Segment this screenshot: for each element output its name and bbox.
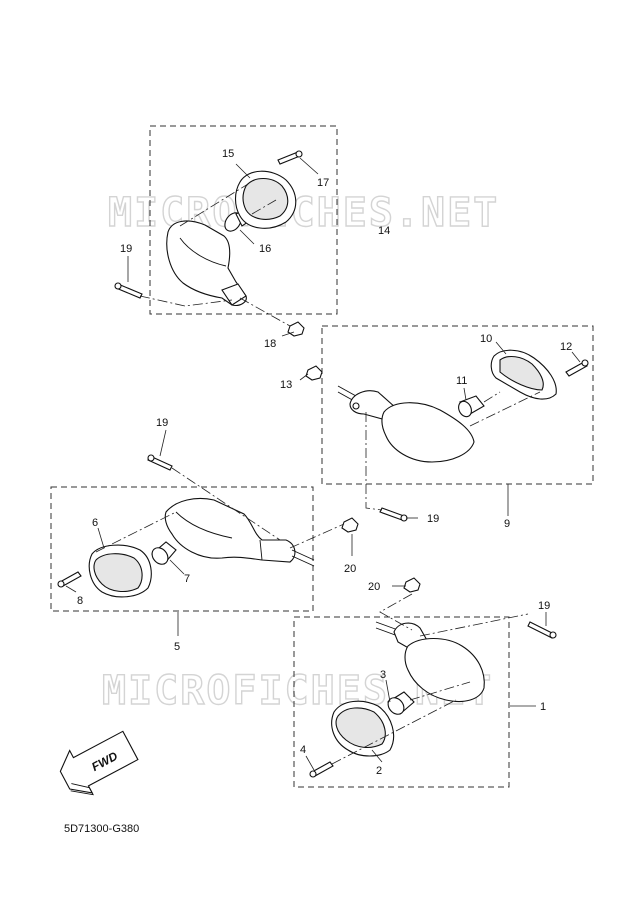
group-box-9 [321, 325, 594, 485]
diagram-code: 5D71300-G380 [64, 823, 139, 835]
assembly-line [409, 681, 471, 701]
callout-20-bottom: 20 [368, 581, 380, 593]
assembly-line [379, 593, 413, 631]
turn-signal-assembly-5 [57, 454, 359, 598]
screw-19-right [379, 507, 405, 521]
callout-6: 6 [92, 517, 98, 529]
callout-16: 16 [259, 243, 271, 255]
group-box-5 [50, 486, 314, 612]
callout-17: 17 [317, 177, 329, 189]
callout-5: 5 [174, 641, 180, 653]
callout-7: 7 [184, 573, 190, 585]
group-box-14 [149, 125, 338, 315]
leader-lines [65, 157, 581, 771]
bulb-7 [151, 541, 177, 565]
callout-15: 15 [222, 148, 234, 160]
callouts: 15 17 14 16 19 18 10 12 11 13 19 19 9 6 … [77, 148, 572, 777]
assembly-line [251, 199, 277, 215]
callout-19-bottom: 19 [538, 600, 550, 612]
callout-19-mid: 19 [156, 417, 168, 429]
callout-18: 18 [264, 338, 276, 350]
callout-9: 9 [504, 518, 510, 530]
callout-20-mid: 20 [344, 563, 356, 575]
turn-signal-assembly-9 [305, 349, 589, 522]
callout-19-top: 19 [120, 243, 132, 255]
assembly-line [419, 613, 529, 637]
lamp-housing-1 [404, 637, 485, 703]
nut-13 [305, 365, 323, 381]
callout-8: 8 [77, 595, 83, 607]
lamp-housing-9 [381, 402, 475, 463]
callout-10: 10 [480, 333, 492, 345]
group-box-1 [293, 616, 510, 788]
assembly-line [289, 523, 345, 549]
nut-20-mid [341, 517, 359, 533]
callout-13: 13 [280, 379, 292, 391]
assembly-line [365, 412, 383, 511]
assembly-line [179, 183, 249, 227]
callout-14: 14 [378, 225, 390, 237]
callout-4: 4 [300, 744, 306, 756]
bulb-11 [458, 395, 485, 418]
nut-18 [287, 321, 305, 337]
callout-1: 1 [540, 701, 546, 713]
watermark-top: MICROFICHES.NET [108, 190, 499, 236]
mount-bracket [221, 283, 247, 306]
assembly-line [171, 467, 281, 541]
assembly-line [483, 391, 501, 403]
callout-12: 12 [560, 341, 572, 353]
lens-2 [331, 700, 395, 757]
callout-3: 3 [380, 669, 386, 681]
lens-6 [88, 544, 152, 598]
assembly-line [139, 295, 233, 307]
callout-11: 11 [456, 375, 467, 387]
fwd-arrow-icon: FWD [59, 730, 139, 796]
lamp-housing-14 [166, 220, 247, 306]
nut-20-bottom [403, 577, 421, 593]
assembly-line [95, 511, 177, 553]
lamp-housing-5 [164, 497, 296, 563]
assembly-line [239, 297, 291, 327]
turn-signal-assembly-14 [114, 150, 305, 337]
callout-19-right: 19 [427, 513, 439, 525]
callout-2: 2 [376, 765, 382, 777]
assembly-line [469, 391, 541, 427]
lens-10 [490, 349, 557, 400]
bulb-3 [387, 691, 415, 715]
assembly-line [331, 699, 457, 765]
screw-12 [565, 361, 588, 377]
housing-line [179, 237, 227, 267]
lens-15 [234, 170, 297, 229]
turn-signal-assembly-1 [309, 577, 557, 778]
